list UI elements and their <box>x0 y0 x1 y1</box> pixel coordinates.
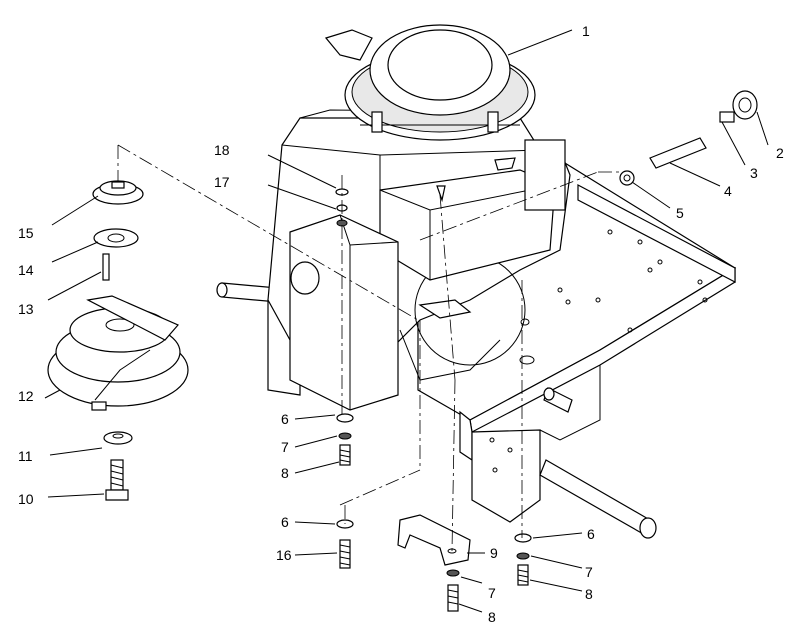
callout-3: 3 <box>750 165 758 181</box>
callout-15: 15 <box>18 225 34 241</box>
callout-6b: 6 <box>281 514 289 530</box>
callout-8b: 8 <box>488 609 496 625</box>
center-lines <box>117 144 620 552</box>
callout-1: 1 <box>582 23 590 39</box>
callout-16: 16 <box>276 547 292 563</box>
callout-12: 12 <box>18 388 34 404</box>
bracket-part-9 <box>397 514 471 566</box>
callout-4: 4 <box>724 183 732 199</box>
callout-5: 5 <box>676 205 684 221</box>
fastener-stack-lower-right <box>514 533 532 586</box>
callout-18: 18 <box>214 142 230 158</box>
callout-8a: 8 <box>281 465 289 481</box>
callout-6a: 6 <box>281 411 289 427</box>
callout-17: 17 <box>214 174 230 190</box>
callout-6c: 6 <box>587 526 595 542</box>
callout-8c: 8 <box>585 586 593 602</box>
fastener-stack-center <box>336 413 354 466</box>
fastener-stack-lower-center <box>446 569 460 612</box>
callout-labels: 1 2 3 4 5 18 17 15 14 13 12 11 10 6 7 8 … <box>18 23 784 625</box>
callout-11: 11 <box>18 448 33 464</box>
leader-lines <box>44 29 769 613</box>
fastener-stack-lower-left <box>336 519 354 569</box>
callout-7b: 7 <box>488 585 496 601</box>
callout-2: 2 <box>776 145 784 161</box>
callout-9: 9 <box>490 545 498 561</box>
choke-assembly <box>619 90 758 186</box>
callout-7a: 7 <box>281 439 289 455</box>
clutch-assembly <box>47 180 189 501</box>
callout-14: 14 <box>18 262 34 278</box>
engine-body <box>267 24 571 411</box>
callout-10: 10 <box>18 491 34 507</box>
callout-13: 13 <box>18 301 34 317</box>
callout-7c: 7 <box>585 564 593 580</box>
